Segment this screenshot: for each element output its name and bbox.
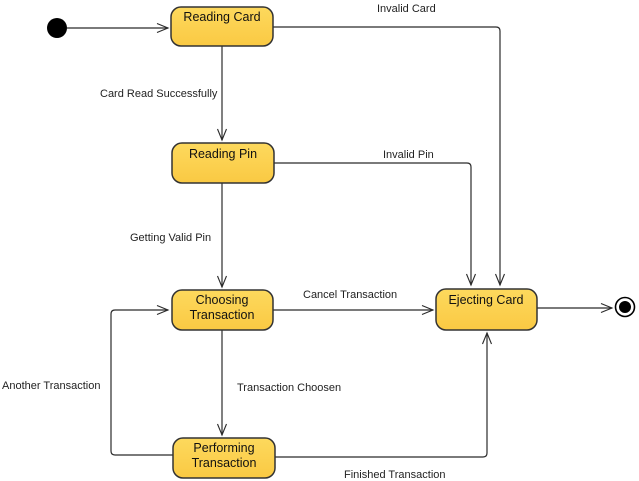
state-reading-pin-shape: [171, 142, 275, 184]
state-reading-card[interactable]: Reading Card: [170, 6, 274, 47]
state-performing-transaction-label-line1: Performing: [193, 441, 254, 455]
transition-label-finished-transaction: Finished Transaction: [344, 469, 446, 481]
state-choosing-transaction-label-line2: Transaction: [190, 308, 255, 322]
transition-label-getting-valid-pin: Getting Valid Pin: [130, 232, 211, 244]
state-performing-transaction-label-line2: Transaction: [192, 456, 257, 470]
state-reading-card-label: Reading Card: [183, 10, 260, 24]
transition-invalid-pin[interactable]: [274, 162, 477, 287]
transition-label-transaction-choosen: Transaction Choosen: [237, 382, 341, 394]
state-performing-transaction[interactable]: Performing Transaction: [172, 437, 276, 479]
transition-label-another-transaction: Another Transaction: [2, 380, 100, 392]
state-ejecting-card-shape: [435, 288, 538, 331]
transition-label-cancel-transaction: Cancel Transaction: [303, 289, 397, 301]
transition-label-invalid-card: Invalid Card: [377, 3, 436, 15]
state-performing-transaction-shape: [172, 437, 276, 479]
state-choosing-transaction-shape: [171, 289, 274, 331]
final-state-inner-dot: [619, 301, 631, 313]
transition-label-invalid-pin: Invalid Pin: [383, 149, 434, 161]
state-reading-pin-label: Reading Pin: [189, 147, 257, 161]
state-reading-pin[interactable]: Reading Pin: [171, 142, 275, 184]
transition-label-card-read-successfully: Card Read Successfully: [100, 88, 218, 100]
transition-another-transaction[interactable]: [110, 304, 173, 456]
state-reading-card-shape: [170, 6, 274, 47]
state-choosing-transaction[interactable]: Choosing Transaction: [171, 289, 274, 331]
state-choosing-transaction-label-line1: Choosing: [196, 293, 249, 307]
state-ejecting-card-label: Ejecting Card: [448, 293, 523, 307]
transition-invalid-card[interactable]: [273, 26, 506, 287]
state-ejecting-card[interactable]: Ejecting Card: [435, 288, 538, 331]
final-state-node[interactable]: [614, 296, 636, 318]
initial-state-node[interactable]: [47, 18, 67, 38]
transition-finished-transaction[interactable]: [275, 331, 493, 458]
